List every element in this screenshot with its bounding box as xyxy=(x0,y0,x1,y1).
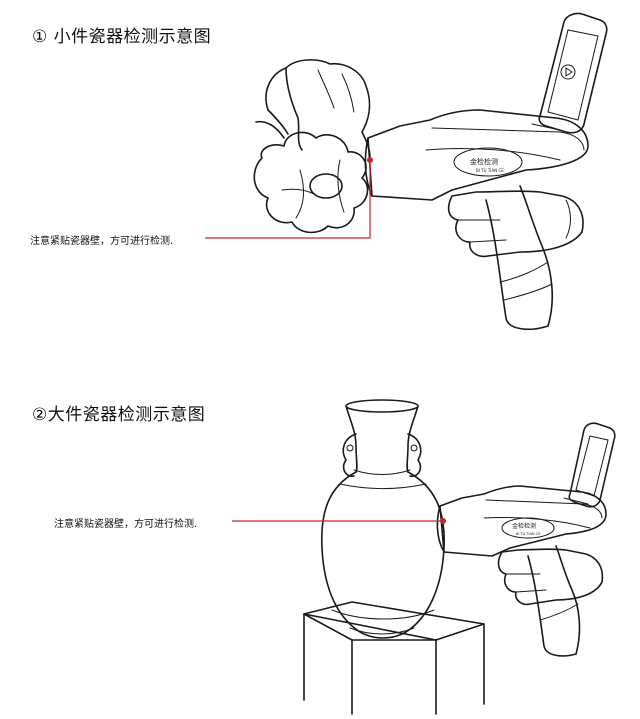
device-logo-large: 金检检测 xyxy=(512,522,536,530)
section2-title: ②大件瓷器检测示意图 xyxy=(32,405,206,425)
device-logo-sub-large: BI TU TIAN CE xyxy=(516,532,540,536)
device-logo-sub-small: BI TU TIAN CE xyxy=(476,168,504,173)
analyzer-device-small xyxy=(364,12,608,331)
analyzer-device-large xyxy=(436,422,616,657)
right-hand-large xyxy=(497,548,604,606)
large-porcelain-illustration: 金检检测 BI TU TIAN CE xyxy=(232,399,616,715)
small-porcelain-illustration: 金检检测 BI TU TIAN CE xyxy=(205,12,608,331)
small-porcelain-cup xyxy=(253,131,369,234)
section1-title: ① 小件瓷器检测示意图 xyxy=(32,27,212,47)
pointer-dot-small xyxy=(367,157,373,163)
right-hand-small xyxy=(447,190,584,258)
section1-note: 注意紧贴瓷器壁，方可进行检测. xyxy=(30,236,174,247)
device-logo-small: 金检检测 xyxy=(470,157,498,166)
large-vase xyxy=(320,399,445,639)
section2-note: 注意紧贴瓷器壁，方可进行检测. xyxy=(54,519,198,530)
pointer-dot-large xyxy=(440,518,446,524)
left-hand xyxy=(255,59,371,159)
pointer-line-small xyxy=(205,160,371,239)
